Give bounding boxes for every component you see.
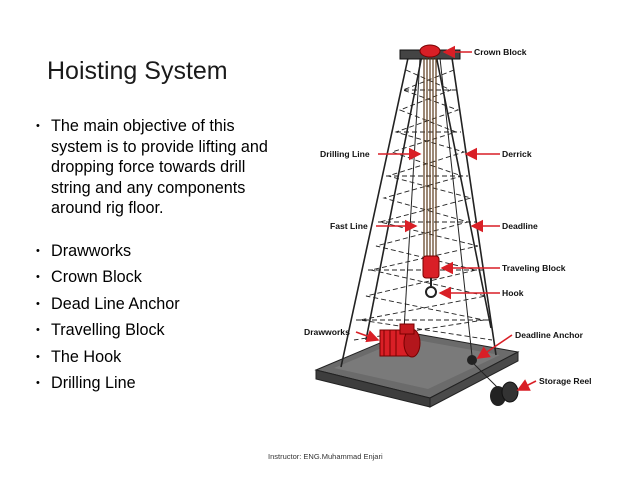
label-drawworks: Drawworks — [304, 327, 350, 337]
label-traveling-block: Traveling Block — [502, 263, 566, 273]
bullet-item: • Crown Block — [36, 267, 286, 288]
label-drilling-line: Drilling Line — [320, 149, 370, 159]
bullet-item-text: Drawworks — [51, 241, 132, 260]
fast-line — [403, 57, 421, 331]
hook — [425, 278, 437, 298]
label-deadline-anchor: Deadline Anchor — [515, 330, 584, 340]
label-deadline: Deadline — [502, 221, 538, 231]
drawworks — [379, 323, 421, 358]
bullet-item-text: Dead Line Anchor — [51, 294, 180, 313]
bullet-glyph: • — [36, 120, 40, 132]
bullet-list: • The main objective of this system is t… — [36, 116, 286, 400]
label-hook: Hook — [502, 288, 524, 298]
bullet-item: • Drilling Line — [36, 373, 286, 394]
bullet-item: • Travelling Block — [36, 320, 286, 341]
bullet-item-text: Drilling Line — [51, 374, 136, 392]
slide-title: Hoisting System — [47, 57, 228, 85]
bullet-glyph: • — [36, 377, 40, 389]
bullet-item-text: The Hook — [51, 347, 122, 366]
deadline-anchor — [467, 355, 477, 365]
traveling-block — [422, 255, 440, 279]
bullet-intro-text: The main objective of this system is to … — [51, 117, 268, 217]
label-arrows — [355, 45, 537, 391]
deadline-line — [439, 57, 473, 357]
crown-block — [399, 44, 461, 60]
bullet-intro: • The main objective of this system is t… — [36, 116, 286, 219]
storage-reel — [471, 361, 519, 406]
bullet-item-text: Travelling Block — [51, 321, 165, 339]
bullet-glyph: • — [36, 350, 40, 363]
label-storage-reel: Storage Reel — [539, 376, 592, 386]
bullet-item: • Dead Line Anchor — [36, 294, 286, 315]
bullet-glyph: • — [36, 324, 40, 336]
drilling-line — [423, 58, 437, 262]
bullet-item-text: Crown Block — [51, 268, 142, 286]
label-fast-line: Fast Line — [330, 221, 368, 231]
bullet-glyph: • — [36, 297, 40, 310]
bullet-glyph: • — [36, 244, 40, 257]
label-derrick: Derrick — [502, 149, 532, 159]
hoisting-rig-diagram: Crown Block Drilling Line Derrick Fast L… — [304, 44, 592, 408]
bullet-glyph: • — [36, 271, 40, 283]
bullet-item: • Drawworks — [36, 241, 286, 262]
bullet-item: • The Hook — [36, 347, 286, 368]
derrick-structure — [340, 54, 497, 368]
footer-instructor: Instructor: ENG.Muhammad Enjari — [268, 452, 383, 461]
label-crown-block: Crown Block — [474, 47, 527, 57]
rig-floor — [314, 331, 520, 408]
